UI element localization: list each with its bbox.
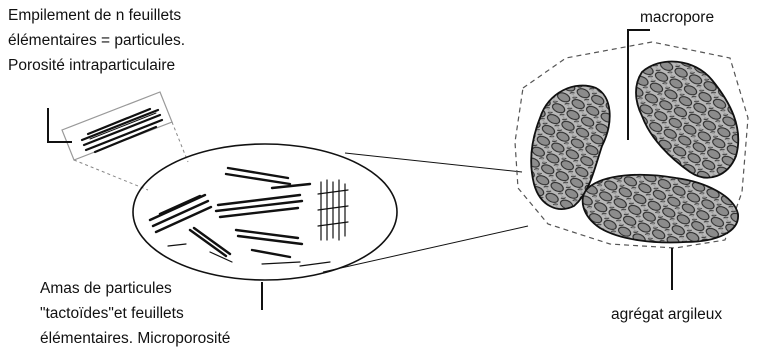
label-tactoid-cluster: Amas de particules "tactoïdes"et feuille… xyxy=(40,276,230,351)
label-particle-stack-line3: Porosité intraparticulaire xyxy=(8,53,185,78)
tactoid-cluster-ellipse xyxy=(133,144,397,280)
label-macropore: macropore xyxy=(640,5,714,30)
label-particle-stack-line2: élémentaires = particules. xyxy=(8,28,185,53)
grain-cluster-bottom xyxy=(583,175,738,243)
particle-stack-detail xyxy=(62,92,172,160)
label-clay-aggregate: agrégat argileux xyxy=(611,302,722,327)
grain-cluster-right xyxy=(636,62,738,178)
label-tactoid-cluster-line2: "tactoïdes"et feuillets xyxy=(40,301,230,326)
label-particle-stack: Empilement de n feuillets élémentaires =… xyxy=(8,3,185,78)
label-pointer-particles xyxy=(48,108,72,142)
label-tactoid-cluster-line1: Amas de particules xyxy=(40,276,230,301)
label-particle-stack-line1: Empilement de n feuillets xyxy=(8,3,185,28)
label-tactoid-cluster-line3: élémentaires. Microporosité xyxy=(40,326,230,351)
zoom-connectors-right xyxy=(323,153,528,272)
